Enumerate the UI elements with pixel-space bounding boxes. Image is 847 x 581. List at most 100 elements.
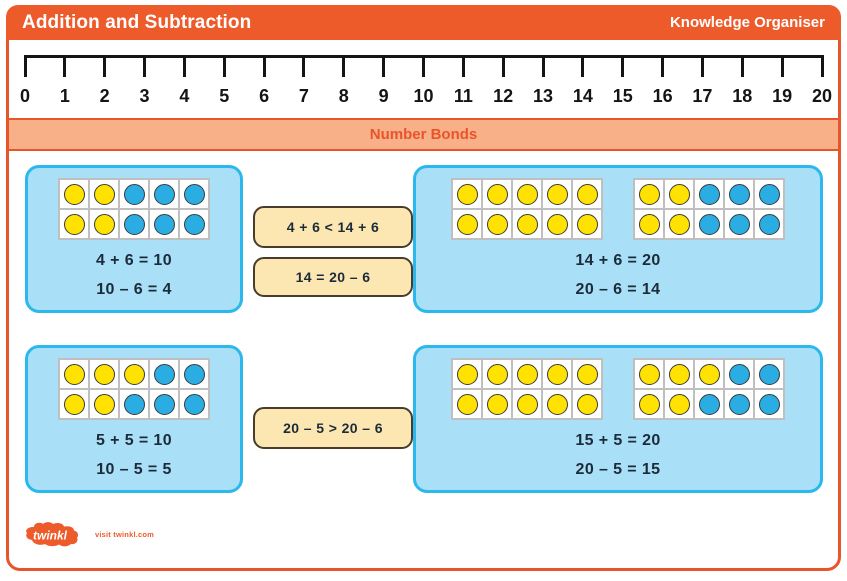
- ten-frame-cell: [149, 389, 179, 419]
- number-line-tick: [820, 55, 824, 77]
- number-line-label: 7: [298, 86, 309, 106]
- blue-counter-icon: [153, 213, 175, 235]
- yellow-counter-icon: [638, 393, 660, 415]
- ten-frame-cell: [89, 389, 119, 419]
- blue-counter-icon: [123, 393, 145, 415]
- addition-equation: 5 + 5 = 10: [95, 432, 173, 449]
- yellow-counter-icon: [546, 183, 568, 205]
- ten-frame-cell: [512, 389, 542, 419]
- blue-counter-icon: [728, 393, 750, 415]
- ten-frame-row: [634, 209, 784, 239]
- blue-counter-icon: [153, 393, 175, 415]
- number-line-tick: [302, 55, 306, 77]
- number-line-tick: [182, 55, 186, 77]
- number-line-label: 16: [652, 86, 673, 106]
- number-line-tick: [780, 55, 784, 77]
- number-line-tick: [422, 55, 425, 77]
- yellow-counter-icon: [638, 363, 660, 385]
- yellow-counter-icon: [516, 213, 538, 235]
- yellow-counter-icon: [93, 183, 115, 205]
- subtraction-equation: 10 – 6 = 4: [96, 281, 172, 298]
- page-subtitle: Knowledge Organiser: [669, 14, 825, 31]
- yellow-counter-icon: [63, 183, 85, 205]
- ten-frame-cell: [482, 179, 512, 209]
- number-line-tick: [382, 55, 386, 77]
- number-line-label: 0: [19, 86, 31, 106]
- ten-frame-cell: [634, 389, 664, 419]
- yellow-counter-icon: [93, 393, 115, 415]
- ten-frame-cell: [664, 179, 694, 209]
- ten-frame-cell: [542, 209, 572, 239]
- ten-frame-row: [59, 209, 209, 239]
- number-line-label: 3: [139, 86, 150, 106]
- ten-frame-cell: [724, 209, 754, 239]
- number-line-label: 8: [338, 86, 349, 106]
- ten-frame-cell: [179, 209, 209, 239]
- yellow-counter-icon: [93, 363, 115, 385]
- yellow-counter-icon: [546, 213, 568, 235]
- ten-frame-cell: [149, 359, 179, 389]
- blue-counter-icon: [153, 363, 175, 385]
- comparison-statement: 20 – 5 > 20 – 6: [253, 407, 413, 449]
- ten-frame-cell: [664, 209, 694, 239]
- yellow-counter-icon: [123, 363, 145, 385]
- number-line-label: 17: [692, 86, 713, 106]
- ten-frame-cell: [512, 209, 542, 239]
- number-line-tick: [143, 55, 147, 77]
- ten-frame-cell: [59, 359, 89, 389]
- twinkl-logo-icon: twinkl: [24, 521, 88, 547]
- yellow-counter-icon: [63, 363, 85, 385]
- comparison-column: 20 – 5 > 20 – 6: [253, 345, 413, 493]
- yellow-counter-icon: [516, 183, 538, 205]
- number-line-label: 2: [99, 86, 110, 106]
- subtraction-equation: 20 – 5 = 15: [575, 461, 661, 478]
- ten-frame-cell: [634, 179, 664, 209]
- ten-frame-cell: [724, 359, 754, 389]
- number-line-label: 20: [811, 86, 833, 106]
- yellow-counter-icon: [93, 213, 115, 235]
- yellow-counter-icon: [486, 213, 508, 235]
- number-line-tick: [621, 55, 625, 77]
- ten-frame-cell: [754, 179, 784, 209]
- yellow-counter-icon: [456, 393, 478, 415]
- ten-frame-cell: [694, 389, 724, 419]
- footer: twinkl visit twinkl.com: [24, 521, 154, 547]
- ten-frame-cell: [754, 359, 784, 389]
- ten-frame-cell: [59, 209, 89, 239]
- yellow-counter-icon: [668, 183, 690, 205]
- ten-frame-cell: [694, 359, 724, 389]
- yellow-counter-icon: [486, 393, 508, 415]
- ten-frame-cell: [694, 179, 724, 209]
- section-title: Number Bonds: [369, 126, 478, 143]
- blue-counter-icon: [698, 393, 720, 415]
- blue-counter-icon: [183, 363, 205, 385]
- ten-frame-cell: [724, 179, 754, 209]
- number-line-label: 15: [612, 86, 633, 106]
- ten-frame-cell: [542, 389, 572, 419]
- number-line-tick: [700, 55, 704, 77]
- yellow-counter-icon: [486, 363, 508, 385]
- number-line-tick: [63, 55, 67, 77]
- addition-equation: 4 + 6 = 10: [95, 252, 173, 269]
- ten-frame: [451, 178, 603, 240]
- svg-text:twinkl: twinkl: [33, 529, 68, 543]
- blue-counter-icon: [698, 213, 720, 235]
- subtraction-equation: 10 – 5 = 5: [96, 461, 172, 478]
- number-line-tick: [581, 55, 585, 77]
- addition-equation: 14 + 6 = 20: [575, 252, 661, 269]
- ten-frame-row: [634, 179, 784, 209]
- blue-counter-icon: [758, 363, 780, 385]
- yellow-counter-icon: [576, 213, 598, 235]
- number-line-label: 10: [413, 86, 434, 106]
- ten-frame-cell: [634, 359, 664, 389]
- ten-frame-cell: [119, 359, 149, 389]
- ten-frame-cell: [542, 179, 572, 209]
- ten-frame-cell: [754, 209, 784, 239]
- yellow-counter-icon: [63, 393, 85, 415]
- number-line-tick: [262, 55, 266, 77]
- ten-frame-cell: [452, 389, 482, 419]
